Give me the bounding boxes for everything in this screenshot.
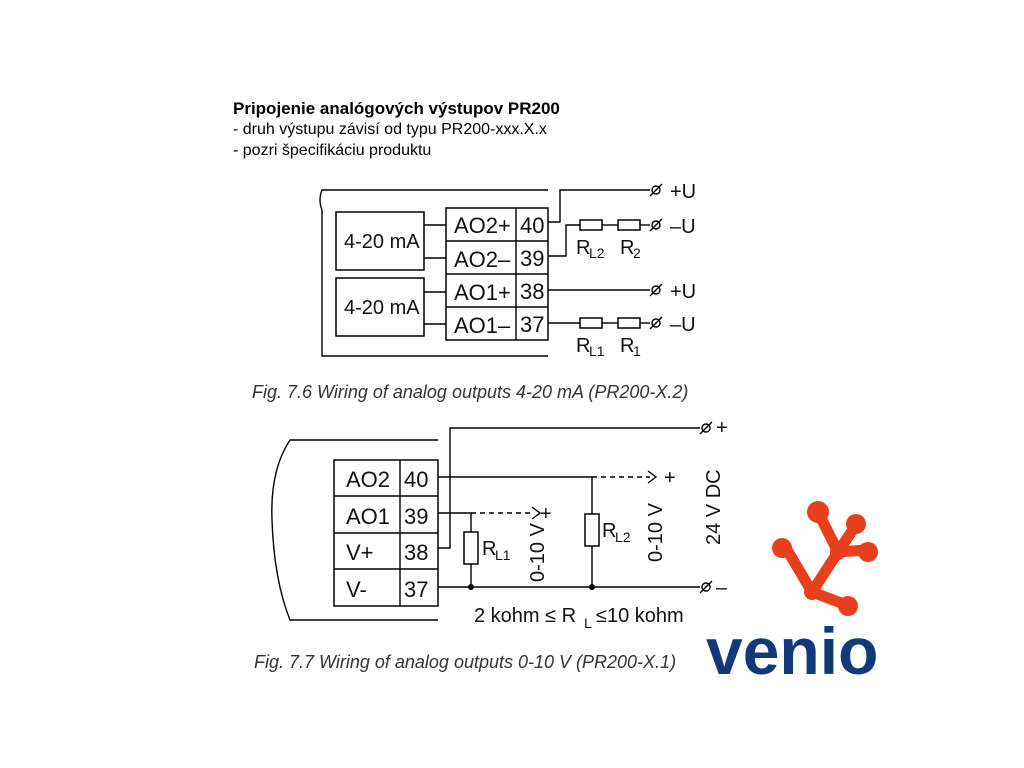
terminal-name: AO2 — [346, 467, 390, 492]
wire-ao2 — [438, 476, 593, 514]
module-1-label: 4-20 mA — [344, 297, 420, 319]
terminal-number: 38 — [404, 540, 428, 565]
header-note-1: - druh výstupu závisí od typu PR200-xxx.… — [233, 121, 547, 138]
module-2-label: 4-20 mA — [344, 231, 420, 253]
plus-u-label: +U — [670, 281, 696, 303]
range-text-a: 2 kohm ≤ R — [474, 605, 576, 627]
wire-vplus-rail — [438, 427, 700, 549]
terminal-slash — [699, 421, 713, 435]
terminal-slash — [649, 316, 663, 330]
terminal-number: 39 — [404, 504, 428, 529]
terminal-number: 37 — [520, 312, 544, 337]
resistor-r1 — [617, 317, 641, 329]
rl1-subscript: L1 — [495, 547, 511, 563]
terminal-name: AO1+ — [454, 280, 511, 305]
rl1-label: R — [576, 335, 590, 357]
plus-u-label: +U — [670, 181, 696, 203]
terminal-slash — [649, 218, 663, 232]
minus-u-label: –U — [670, 216, 696, 238]
terminal-number: 38 — [520, 279, 544, 304]
current-module-1 — [335, 277, 425, 337]
terminal-name: AO1 — [346, 504, 390, 529]
wire-39 — [548, 224, 580, 257]
resistor-rl2-v — [584, 513, 600, 547]
v1-label: 0-10 V — [527, 522, 549, 582]
terminal-slash — [649, 283, 663, 297]
terminal-slash — [699, 580, 713, 594]
arrow-head-2 — [647, 470, 658, 484]
rl1-subscript: L1 — [589, 343, 605, 359]
r2-subscript: 2 — [633, 245, 641, 261]
terminal-number: 39 — [520, 246, 544, 271]
venio-logo: venio — [706, 501, 878, 688]
resistor-r2 — [617, 219, 641, 231]
arrow-head-1 — [531, 506, 542, 520]
terminal-grid-2 — [334, 460, 438, 606]
terminal-name: AO2– — [454, 247, 511, 272]
page-title: Pripojenie analógových výstupov PR200 — [233, 99, 560, 118]
logo-text: venio — [706, 614, 878, 688]
fig-7-6: 4-20 mA 4-20 mA AO2+ 40 AO2– 39 AO1+ 38 … — [252, 181, 696, 402]
module-wires — [424, 224, 446, 325]
range-text-b: ≤10 kohm — [596, 605, 684, 627]
resistor-rl1 — [579, 317, 603, 329]
terminal-name: V- — [346, 577, 367, 602]
rl2-subscript: L2 — [589, 245, 605, 261]
fig-7-7: AO2 40 AO1 39 V+ 38 V- 37 + + R L2 0-10 … — [254, 417, 728, 672]
terminal-number: 40 — [404, 467, 428, 492]
figure-caption: Fig. 7.6 Wiring of analog outputs 4-20 m… — [252, 382, 688, 402]
junction-dot — [589, 584, 595, 590]
rl2-subscript: L2 — [615, 529, 631, 545]
minus-label: – — [716, 577, 728, 599]
terminal-number: 40 — [520, 213, 544, 238]
r1-label: R — [620, 335, 634, 357]
rl1-label: R — [482, 538, 496, 560]
rl2-label: R — [576, 237, 590, 259]
junction-dot — [468, 584, 474, 590]
resistor-rl1-v — [463, 531, 479, 565]
minus-u-label: –U — [670, 314, 696, 336]
device-outline-2 — [271, 439, 438, 621]
terminal-name: AO2+ — [454, 213, 511, 238]
output-2-plus: + — [664, 467, 676, 489]
terminal-name: V+ — [346, 540, 374, 565]
range-text-subscript: L — [584, 615, 592, 631]
figure-caption: Fig. 7.7 Wiring of analog outputs 0-10 V… — [254, 652, 676, 672]
wire-ao1 — [438, 512, 472, 532]
output-1-plus: + — [540, 503, 552, 525]
header-note-2: - pozri špecifikáciu produktu — [233, 142, 432, 159]
device-outline-1 — [319, 189, 548, 357]
terminal-slash — [649, 183, 663, 197]
molecule-icon — [772, 501, 878, 616]
wire-40-plus — [548, 189, 650, 223]
resistor-rl2 — [579, 219, 603, 231]
header: Pripojenie analógových výstupov PR200 - … — [233, 98, 560, 161]
terminal-name: AO1– — [454, 313, 511, 338]
rl2-label: R — [602, 520, 616, 542]
terminal-grid-1 — [446, 208, 548, 340]
current-module-2 — [335, 211, 425, 271]
supply-label: 24 V DC — [703, 469, 725, 545]
r1-subscript: 1 — [633, 343, 641, 359]
plus-label: + — [716, 417, 728, 439]
terminal-number: 37 — [404, 577, 428, 602]
v2-label: 0-10 V — [645, 502, 667, 562]
r2-label: R — [620, 237, 634, 259]
